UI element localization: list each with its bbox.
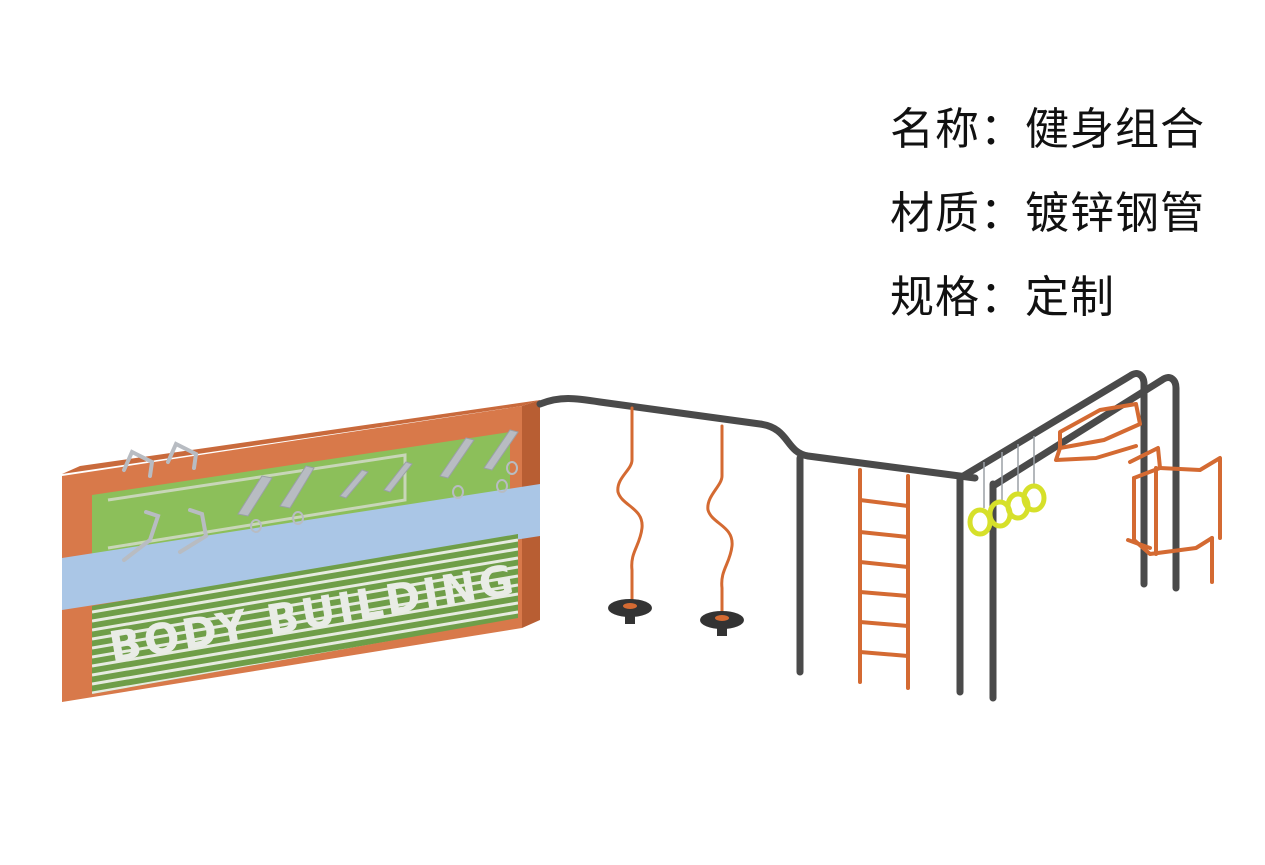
hanger-2 xyxy=(706,424,734,616)
spec-separator: ： xyxy=(980,104,1025,155)
spec-material-value: 镀锌钢管 xyxy=(1025,188,1205,239)
orange-climbing-frame xyxy=(1054,402,1222,584)
spec-name-line: 名称：健身组合 xyxy=(890,88,1250,172)
spec-material-line: 材质：镀锌钢管 xyxy=(890,172,1250,256)
gym-rings xyxy=(967,436,1047,537)
spec-size-value: 定制 xyxy=(1025,272,1115,323)
overhead-bar-2 xyxy=(989,374,1180,592)
top-rail-pipe xyxy=(536,395,979,482)
panel-outline xyxy=(107,453,407,550)
spec-separator: ： xyxy=(980,188,1025,239)
spec-separator: ： xyxy=(980,272,1025,323)
climbing-ladder xyxy=(858,468,910,690)
body-building-wall: BODY BUILDING xyxy=(62,400,540,702)
wall-handles xyxy=(122,441,209,562)
overhead-bar-1 xyxy=(956,370,1148,588)
spec-size-label: 规格 xyxy=(890,272,980,323)
gym-ring-1 xyxy=(967,507,993,537)
spec-material-label: 材质 xyxy=(890,188,980,239)
spec-name-value: 健身组合 xyxy=(1025,104,1205,155)
twist-hangers xyxy=(616,406,734,616)
grip-plates xyxy=(237,429,519,517)
wall-hang-rings xyxy=(250,461,518,533)
spec-size-line: 规格：定制 xyxy=(890,256,1250,340)
gym-ring-4 xyxy=(1021,483,1047,513)
wall-top-edge xyxy=(62,400,540,474)
wall-lower-panel xyxy=(92,534,518,694)
twist-discs xyxy=(608,599,744,636)
spec-name-label: 名称 xyxy=(890,104,980,155)
spec-block: 名称：健身组合 材质：镀锌钢管 规格：定制 xyxy=(890,88,1250,340)
wall-blue-band xyxy=(62,484,540,610)
hanger-1 xyxy=(616,406,644,608)
